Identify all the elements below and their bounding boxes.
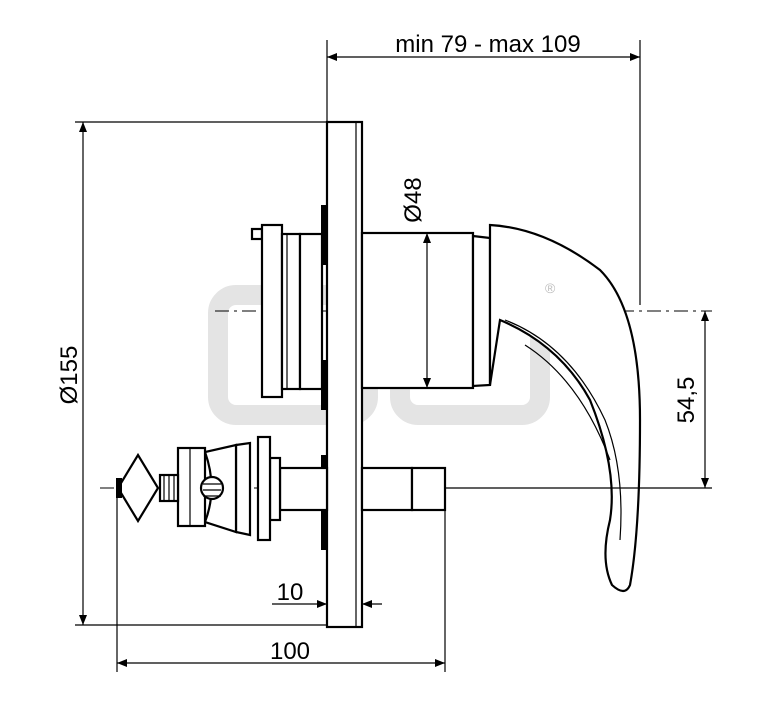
cartridge-length-label: 100 xyxy=(270,638,310,665)
rear-flange xyxy=(250,223,324,399)
axis-offset-label: 54,5 xyxy=(673,377,700,424)
plate-diameter-label: Ø155 xyxy=(56,346,83,405)
wall-plate xyxy=(321,120,364,629)
cartridge xyxy=(116,435,447,542)
depth-range-label: min 79 - max 109 xyxy=(395,31,580,58)
dimension-depth-range: min 79 - max 109 xyxy=(326,31,641,305)
lever-handle xyxy=(488,223,642,593)
dimension-axis-offset: 54,5 xyxy=(445,311,712,489)
dimension-plate-diameter: Ø155 xyxy=(56,121,327,626)
body-diameter-label: Ø48 xyxy=(400,177,427,222)
dimension-cartridge-length: 100 xyxy=(116,495,446,672)
dimension-body-diameter: Ø48 xyxy=(400,177,431,388)
body-cylinder xyxy=(360,231,492,390)
plate-thickness-label: 10 xyxy=(277,579,304,606)
dimension-plate-thickness: 10 xyxy=(272,579,382,608)
watermark-registered-mark: ® xyxy=(545,280,556,296)
